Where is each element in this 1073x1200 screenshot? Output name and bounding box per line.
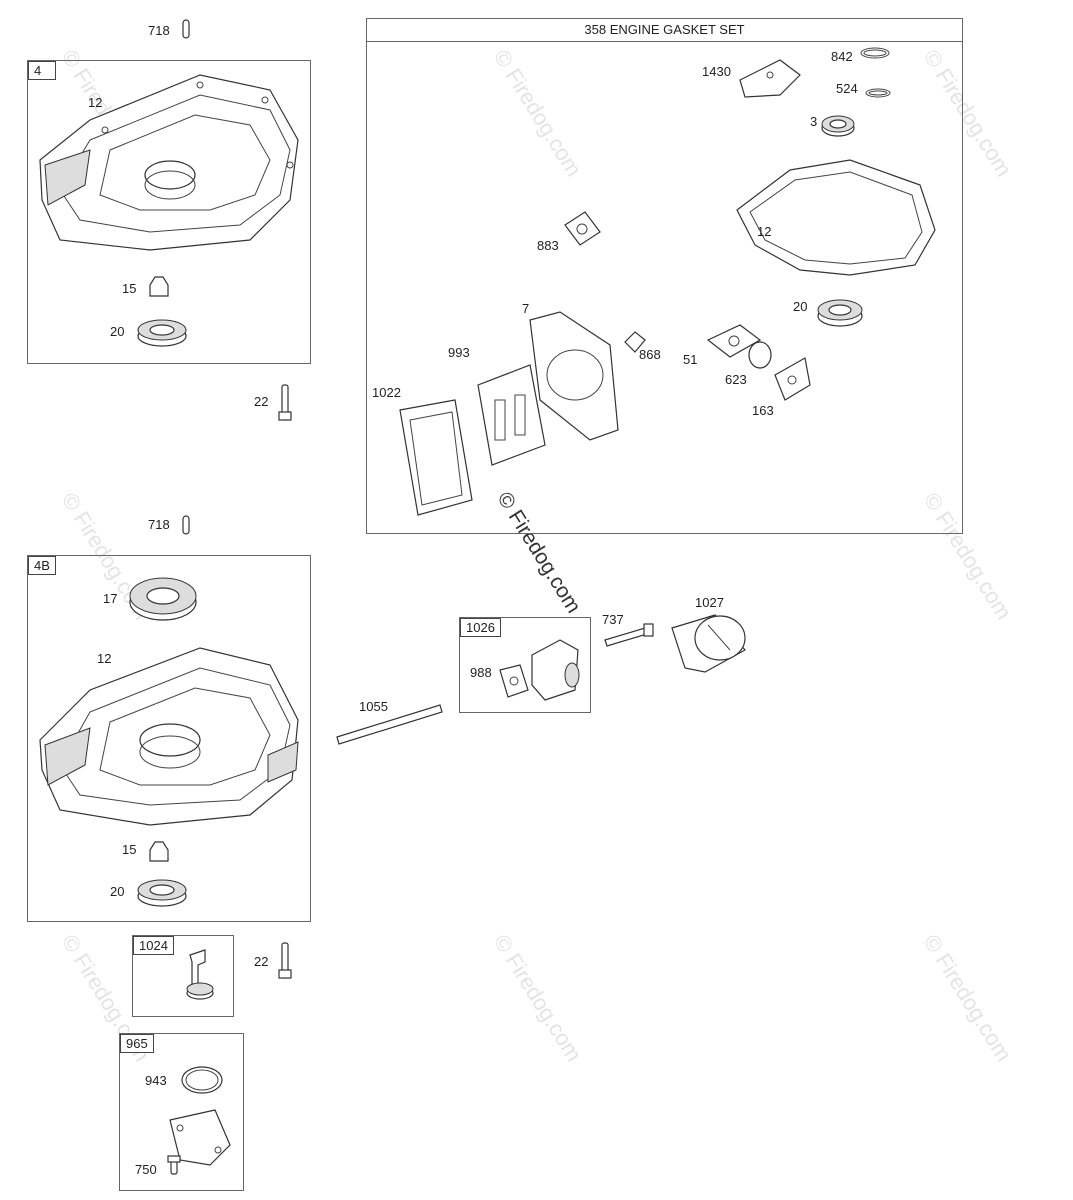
callout-1027[interactable]: 1027: [695, 595, 724, 610]
bolt-22-icon[interactable]: [278, 942, 292, 979]
callout-988[interactable]: 988: [470, 665, 492, 680]
callout-750[interactable]: 750: [135, 1162, 157, 1177]
callout-1430[interactable]: 1430: [702, 64, 731, 79]
oil-filter-adapter-icon[interactable]: [531, 639, 580, 701]
gasket-163-icon[interactable]: [774, 357, 811, 401]
callout-623[interactable]: 623: [725, 372, 747, 387]
pin-718-icon[interactable]: [182, 19, 190, 39]
box-oil-filter-adapter-1026: 1026: [459, 617, 591, 713]
oil-seal-20-icon[interactable]: [137, 319, 187, 347]
callout-868[interactable]: 868: [639, 347, 661, 362]
callout-12[interactable]: 12: [757, 224, 772, 239]
callout-737[interactable]: 737: [602, 612, 624, 627]
callout-3[interactable]: 3: [810, 114, 818, 129]
valve-cover-gasket-1022-icon[interactable]: [399, 399, 473, 516]
o-ring-943-icon[interactable]: [181, 1066, 223, 1094]
box-governor-1024: 1024: [132, 935, 234, 1017]
bolt-737-icon[interactable]: [604, 623, 654, 647]
callout-20[interactable]: 20: [110, 324, 125, 339]
callout-718[interactable]: 718: [148, 517, 170, 532]
callout-12[interactable]: 12: [88, 95, 103, 110]
callout-718[interactable]: 718: [148, 23, 170, 38]
gasket-1430-icon[interactable]: [739, 59, 801, 98]
gasket-993-icon[interactable]: [477, 364, 546, 466]
o-ring-524-icon[interactable]: [865, 88, 891, 98]
callout-15[interactable]: 15: [122, 842, 137, 857]
o-ring-842-icon[interactable]: [860, 47, 890, 59]
gasket-988-icon[interactable]: [499, 664, 529, 698]
oil-seal-3-icon[interactable]: [821, 115, 855, 137]
box-tag[interactable]: 965: [120, 1034, 154, 1053]
callout-1055[interactable]: 1055: [359, 699, 388, 714]
callout-943[interactable]: 943: [145, 1073, 167, 1088]
oil-seal-20-icon[interactable]: [137, 879, 187, 907]
callout-524[interactable]: 524: [836, 81, 858, 96]
box-crankcase-cover-4: 4: [27, 60, 311, 364]
callout-17[interactable]: 17: [103, 591, 118, 606]
tube-1055-icon[interactable]: [336, 704, 443, 745]
box-tag[interactable]: 1024: [133, 936, 174, 955]
gasket-883-icon[interactable]: [564, 211, 601, 246]
callout-883[interactable]: 883: [537, 238, 559, 253]
governor-gear-icon[interactable]: [186, 949, 214, 1000]
box-tag[interactable]: 4B: [28, 556, 56, 575]
gasket-51-icon[interactable]: [706, 324, 762, 358]
callout-15[interactable]: 15: [122, 281, 137, 296]
crankcase-cover-icon[interactable]: [39, 74, 299, 251]
head-gasket-7-icon[interactable]: [529, 311, 619, 441]
plug-15-icon[interactable]: [149, 841, 169, 862]
box-engine-gasket-set: 358 ENGINE GASKET SET: [366, 18, 963, 534]
callout-22[interactable]: 22: [254, 954, 269, 969]
callout-7[interactable]: 7: [522, 301, 530, 316]
oil-seal-20-icon[interactable]: [817, 299, 863, 327]
gasket-set-title: 358 ENGINE GASKET SET: [367, 19, 962, 42]
crankcase-cover-icon[interactable]: [39, 647, 299, 826]
callout-20[interactable]: 20: [110, 884, 125, 899]
crankcase-gasket-12-icon[interactable]: [736, 159, 936, 276]
screw-750-icon[interactable]: [167, 1155, 181, 1175]
box-crankcase-cover-4b: 4B: [27, 555, 311, 922]
callout-20[interactable]: 20: [793, 299, 808, 314]
cover-plate-icon[interactable]: [169, 1109, 231, 1166]
callout-842[interactable]: 842: [831, 49, 853, 64]
gasket-623-icon[interactable]: [748, 341, 772, 369]
pin-718-icon[interactable]: [182, 515, 190, 535]
callout-12[interactable]: 12: [97, 651, 112, 666]
plug-15-icon[interactable]: [149, 276, 169, 297]
callout-22[interactable]: 22: [254, 394, 269, 409]
box-tag[interactable]: 4: [28, 61, 56, 80]
bolt-22-icon[interactable]: [278, 384, 292, 421]
oil-seal-17-icon[interactable]: [129, 577, 197, 621]
callout-51[interactable]: 51: [683, 352, 698, 367]
plug-868-icon[interactable]: [624, 331, 646, 353]
callout-1022[interactable]: 1022: [372, 385, 401, 400]
box-tag[interactable]: 1026: [460, 618, 501, 637]
callout-993[interactable]: 993: [448, 345, 470, 360]
oil-filter-1027-icon[interactable]: [671, 614, 746, 673]
box-cover-kit-965: 965: [119, 1033, 244, 1191]
callout-163[interactable]: 163: [752, 403, 774, 418]
